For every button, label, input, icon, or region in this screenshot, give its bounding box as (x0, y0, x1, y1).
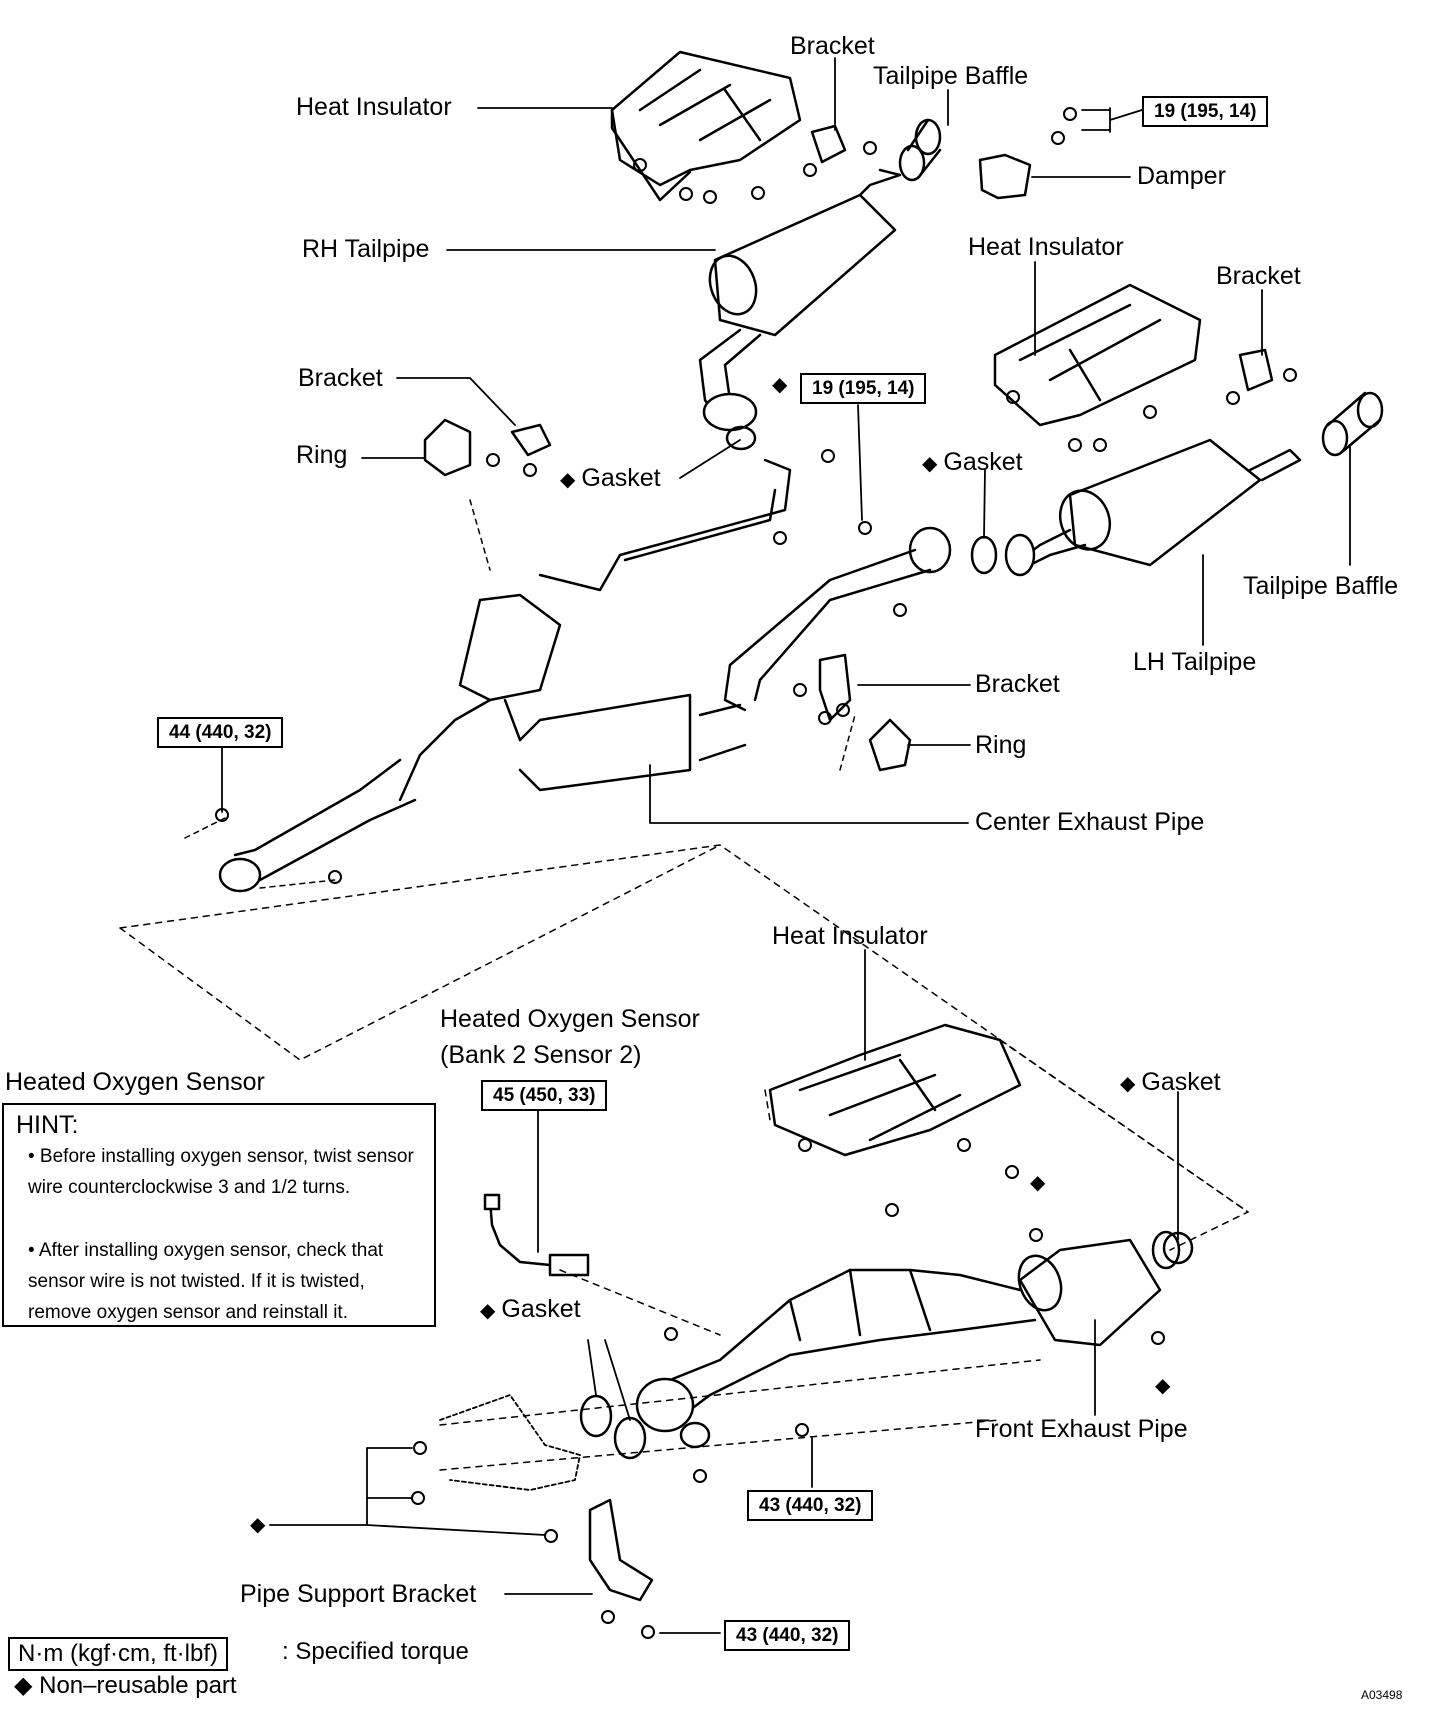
label-bracket-center: Bracket (975, 670, 1060, 698)
top-bolts (633, 107, 1077, 204)
legend-non-reusable: ◆ Non–reusable part (14, 1672, 237, 1699)
heat-insulator-bottom-shape (768, 1023, 1022, 1157)
non-reusable-mark: ◆ (922, 453, 938, 475)
tailpipe-baffle-top-shape (898, 118, 942, 182)
non-reusable-mark: ◆ (480, 1300, 496, 1322)
bracket-center-shape (818, 653, 852, 722)
bottom-bolts (411, 1138, 1165, 1639)
label-hos-b2s2-line2: (Bank 2 Sensor 2) (440, 1041, 642, 1069)
label-heat-insulator-top: Heat Insulator (296, 93, 452, 121)
flange-rh (702, 392, 758, 432)
label-bracket-mid-right: Bracket (1216, 262, 1301, 290)
torque-box-6: 43 (440, 32) (724, 1620, 851, 1651)
label-heat-insulator-mid: Heat Insulator (968, 233, 1124, 261)
label-rh-tailpipe: RH Tailpipe (302, 235, 430, 263)
torque-box-4: 45 (450, 33) (481, 1080, 608, 1111)
tailpipe-baffle-right-shape (1321, 391, 1384, 457)
label-hos-b2s2-line1: Heated Oxygen Sensor (440, 1005, 700, 1033)
label-front-exhaust-pipe: Front Exhaust Pipe (975, 1415, 1188, 1443)
label-heated-oxygen-sensor: Heated Oxygen Sensor (5, 1068, 265, 1096)
center-exhaust-pipe-shape (218, 458, 952, 893)
lh-tailpipe-shape (1018, 438, 1302, 567)
label-damper: Damper (1137, 162, 1226, 190)
label-gasket-bottom-right: ◆Gasket (1120, 1068, 1221, 1096)
heat-insulator-mid-shape (993, 283, 1202, 427)
non-reusable-mark: ◆ (560, 469, 576, 491)
gasket-left-shape (725, 425, 757, 451)
bracket-mid-right-shape (1238, 348, 1274, 392)
bracket-top-shape (810, 124, 847, 164)
figure-code: A03498 (1361, 1688, 1403, 1702)
ring-right-shape (868, 718, 912, 772)
exhaust-manifold (439, 1394, 581, 1491)
non-reusable-mark: ◆ (1120, 1073, 1136, 1095)
torque-box-3: 44 (440, 32) (157, 717, 284, 748)
gasket-bottom-left-b (613, 1416, 647, 1460)
bracket-left-shape (510, 423, 552, 457)
gasket-bottom-right-shape (1151, 1230, 1181, 1270)
hint-bullet-1: • Before installing oxygen sensor, twist… (28, 1146, 414, 1198)
hint-box: HINT: • Before installing oxygen sensor,… (2, 1103, 436, 1327)
label-heat-insulator-bottom: Heat Insulator (772, 922, 928, 950)
hint-bullet-2: • After installing oxygen sensor, check … (28, 1240, 384, 1323)
torque-box-2: 19 (195, 14) (800, 373, 927, 404)
rh-tailpipe-shape (698, 168, 902, 417)
label-bracket-top: Bracket (790, 32, 875, 60)
legend-torque-desc: : Specified torque (282, 1638, 469, 1665)
label-gasket-left: ◆Gasket (560, 464, 661, 492)
label-tailpipe-baffle-top: Tailpipe Baffle (873, 62, 1029, 90)
non-reusable-mark-4: ◆ (250, 1514, 266, 1536)
dashed-connectors (184, 499, 856, 889)
label-center-exhaust-pipe: Center Exhaust Pipe (975, 808, 1205, 836)
torque-box-5: 43 (440, 32) (747, 1490, 874, 1521)
gasket-mid-shape (970, 535, 998, 575)
mid-bolts (215, 368, 1297, 884)
label-gasket-mid: ◆Gasket (922, 448, 1023, 476)
label-gasket-bottom-left: ◆Gasket (480, 1295, 581, 1323)
pipe-support-bracket-shape (588, 1498, 654, 1602)
bottom-dashed (439, 1039, 1249, 1471)
label-ring-right: Ring (975, 731, 1027, 759)
ring-left-shape (423, 418, 472, 477)
label-bracket-left: Bracket (298, 364, 383, 392)
heated-oxygen-sensor-shape (483, 1193, 590, 1277)
label-lh-tailpipe: LH Tailpipe (1133, 648, 1257, 676)
damper-shape (978, 153, 1032, 200)
non-reusable-mark-3: ◆ (1155, 1375, 1171, 1397)
gasket-bottom-left-a (579, 1394, 613, 1438)
leader-lines (221, 57, 1351, 1634)
non-reusable-mark-2: ◆ (1030, 1172, 1046, 1194)
label-tailpipe-baffle-right: Tailpipe Baffle (1243, 572, 1399, 600)
flange-lh (1004, 533, 1036, 577)
hint-title: HINT: (16, 1111, 79, 1139)
non-reusable-mark-1: ◆ (772, 374, 788, 396)
torque-box-1: 19 (195, 14) (1142, 96, 1269, 127)
heat-insulator-top-shape (610, 50, 802, 202)
label-pipe-support-bracket: Pipe Support Bracket (240, 1580, 477, 1608)
front-exhaust-pipe-shape (635, 1231, 1194, 1449)
label-ring-left: Ring (296, 441, 348, 469)
legend-torque-unit: N·m (kgf·cm, ft·lbf) (8, 1637, 228, 1671)
